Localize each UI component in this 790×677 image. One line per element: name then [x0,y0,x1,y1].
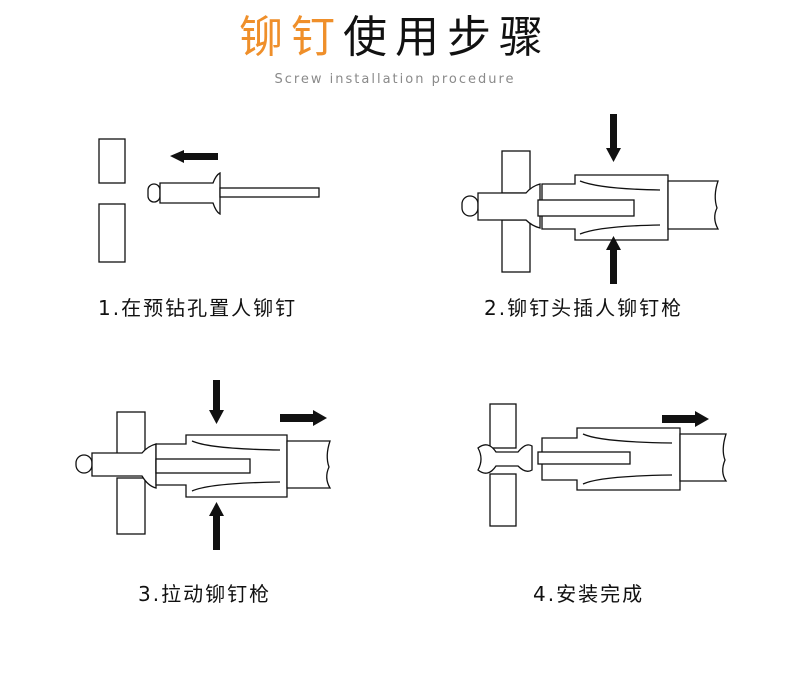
up-arrow-icon [606,236,621,284]
workpiece-lower-plate [489,473,517,527]
step-1-label: 1.在预钻孔置人铆钉 [98,296,298,320]
rivet-mandrel [155,458,251,474]
step-4-label: 4.安装完成 [533,582,645,606]
step-2-label: 2.铆钉头插人铆钉枪 [484,296,684,320]
title-rest: 使用步骤 [343,12,551,63]
rivet-mandrel [219,187,320,198]
rivet-mandrel [537,199,635,217]
right-arrow-icon [662,411,709,427]
right-arrow-icon [280,410,327,426]
step-1-illustration [98,138,320,263]
step-2-illustration [461,114,720,284]
page-title: 铆钉使用步骤 [0,6,790,70]
workpiece-upper-plate [116,411,146,455]
step-3-label: 3.拉动铆钉枪 [138,582,272,606]
step-3-illustration [75,380,332,550]
workpiece-upper-plate [98,138,126,184]
workpiece-upper-plate [501,150,531,194]
rivet-gun-handle [667,180,720,230]
down-arrow-icon [606,114,621,162]
gun-jaws [582,433,673,485]
workpiece-lower-plate [501,219,531,273]
down-arrow-icon [209,380,224,424]
page-subtitle: Screw installation procedure [274,72,516,87]
spent-mandrel [537,451,631,465]
title-accent: 铆钉 [239,12,343,63]
workpiece-lower-plate [98,203,126,263]
rivet-gun-handle [286,440,332,489]
rivet-gun-handle [679,433,728,482]
workpiece-lower-plate [116,477,146,535]
workpiece-upper-plate [489,403,517,449]
rivet-body [91,443,157,489]
installed-rivet [477,444,533,474]
up-arrow-icon [209,502,224,550]
rivet-dome [75,454,93,474]
rivet-dome [461,195,479,217]
gun-jaws [579,180,661,235]
rivet-dome [147,183,161,203]
left-arrow-icon [170,150,218,163]
rivet-body [159,171,221,216]
rivet-body [477,183,541,229]
step-4-illustration [477,403,728,527]
gun-jaws [191,440,281,492]
